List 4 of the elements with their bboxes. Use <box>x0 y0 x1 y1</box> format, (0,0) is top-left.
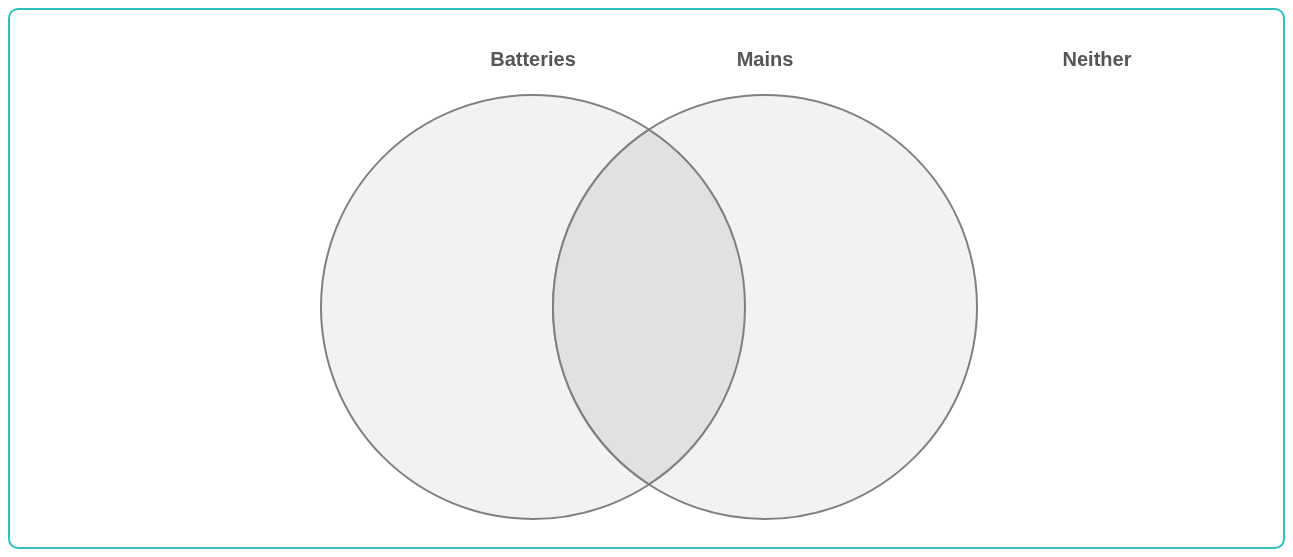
overlap-region <box>552 128 746 486</box>
set-heading: Batteries <box>490 48 576 71</box>
region-label: Neither <box>1062 48 1132 71</box>
set-heading: Mains <box>736 48 794 71</box>
